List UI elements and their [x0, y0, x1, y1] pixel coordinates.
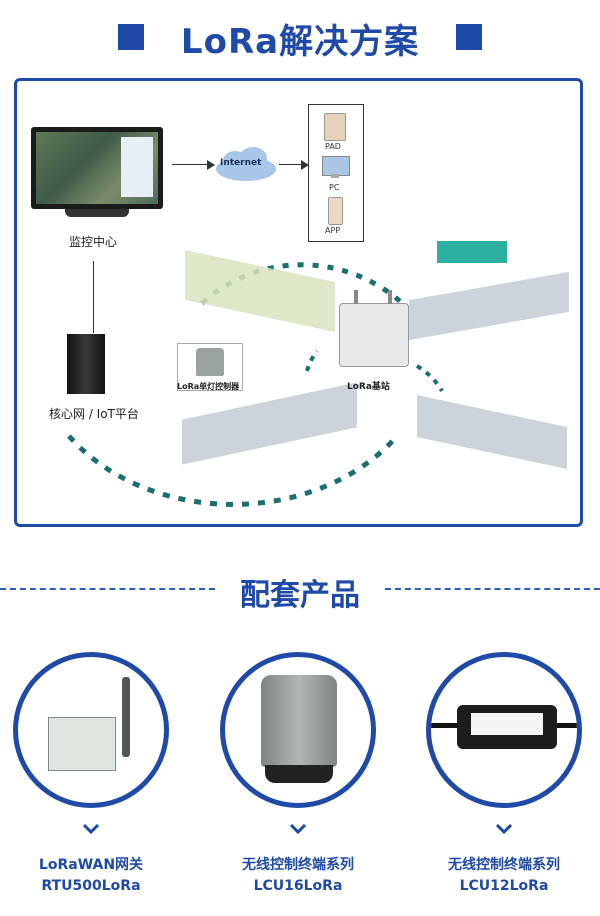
arrow-to-internet [172, 164, 212, 165]
product-model: LCU16LoRa [253, 878, 343, 894]
arrow-head-icon [207, 160, 215, 170]
chevron-down-icon [496, 824, 512, 835]
page-title: LoRa解决方案 [180, 22, 420, 62]
section-title: 配套产品 [240, 578, 360, 613]
controller-box [177, 343, 243, 391]
device-label: APP [325, 226, 341, 235]
server-icon [67, 334, 105, 394]
base-station-icon [339, 290, 409, 367]
chevron-down-icon [290, 824, 306, 835]
core-label: 核心网 / IoT平台 [49, 407, 139, 421]
controller-label: LoRa单灯控制器 [177, 382, 240, 391]
device-label: PC [329, 183, 340, 192]
solution-diagram: 监控中心 Internet PAD PC APP 核心网 / IoT平台 [14, 78, 583, 527]
monitor-label: 监控中心 [69, 235, 118, 249]
gas-station-icon [437, 241, 507, 263]
product-model: RTU500LoRa [41, 878, 141, 894]
internet-label: Internet [220, 158, 262, 168]
product-lcu16-image [220, 652, 376, 808]
monitor-icon [31, 127, 163, 217]
controller-icon [196, 348, 224, 376]
divider-right [385, 588, 600, 590]
product-name: LoRaWAN网关 [38, 857, 144, 873]
connection-line [93, 261, 94, 333]
header-left-square [118, 24, 144, 50]
product-name: 无线控制终端系列 [448, 857, 560, 873]
cloud-icon [216, 147, 276, 181]
arrow-to-devices [279, 164, 305, 165]
product-lcu12-image [426, 652, 582, 808]
device-label: PAD [325, 142, 341, 151]
divider-left [0, 588, 215, 590]
devices-box: PAD PC APP [308, 104, 364, 242]
product-gateway-image [13, 652, 169, 808]
product-model: LCU12LoRa [459, 878, 549, 894]
base-station-label: LoRa基站 [347, 382, 390, 392]
tablet-icon [324, 113, 346, 141]
phone-icon [328, 197, 343, 225]
arrow-head-icon [301, 160, 309, 170]
header-right-square [456, 24, 482, 50]
product-name: 无线控制终端系列 [242, 857, 354, 873]
chevron-down-icon [83, 824, 99, 835]
